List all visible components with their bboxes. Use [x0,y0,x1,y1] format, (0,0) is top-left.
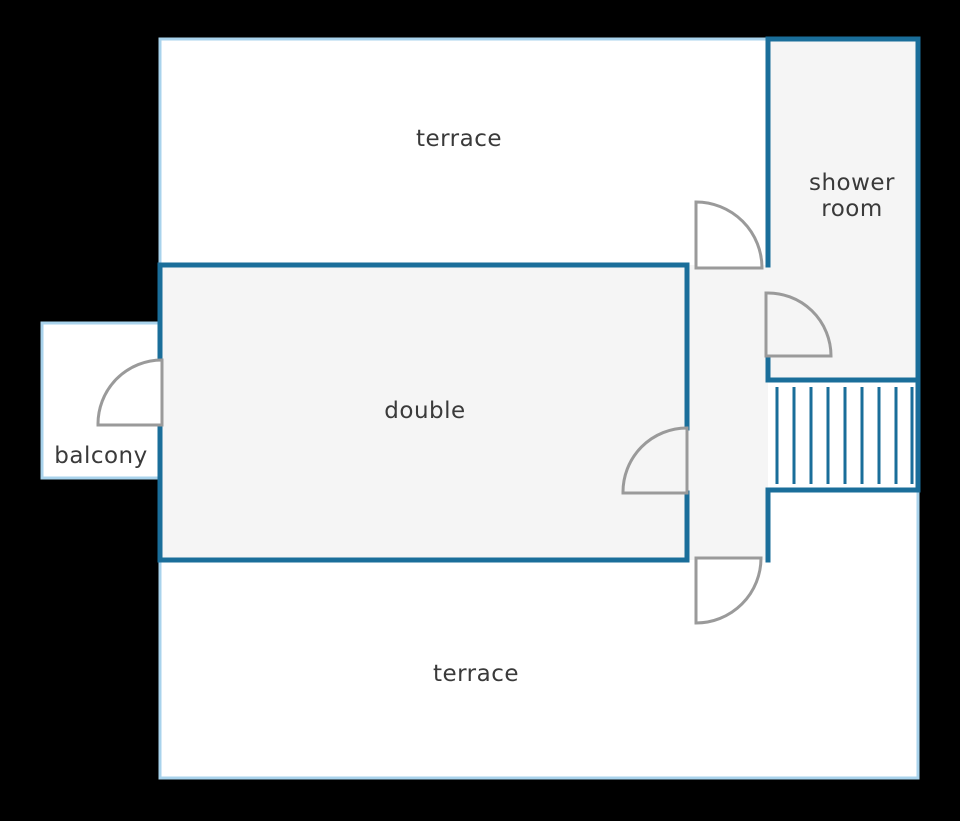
north-terrace-door-icon[interactable] [694,200,764,270]
terrace-south-label: terrace [433,661,519,687]
shower-room-label-line1: shower [809,170,895,196]
doors [96,200,833,625]
shower-room-door-icon[interactable] [764,291,833,358]
shower-room-label-line2: room [821,196,883,222]
stairs [775,387,914,484]
south-terrace-door-icon[interactable] [694,556,763,625]
terrace-north-label: terrace [416,126,502,152]
double-room-door-icon[interactable] [621,426,689,495]
double-room-fill [160,265,687,560]
hallway-fill [687,265,768,560]
double-room-label: double [384,398,465,424]
indoor-walls [157,36,921,563]
balcony-door-icon[interactable] [96,358,164,427]
balcony-label: balcony [54,443,148,469]
